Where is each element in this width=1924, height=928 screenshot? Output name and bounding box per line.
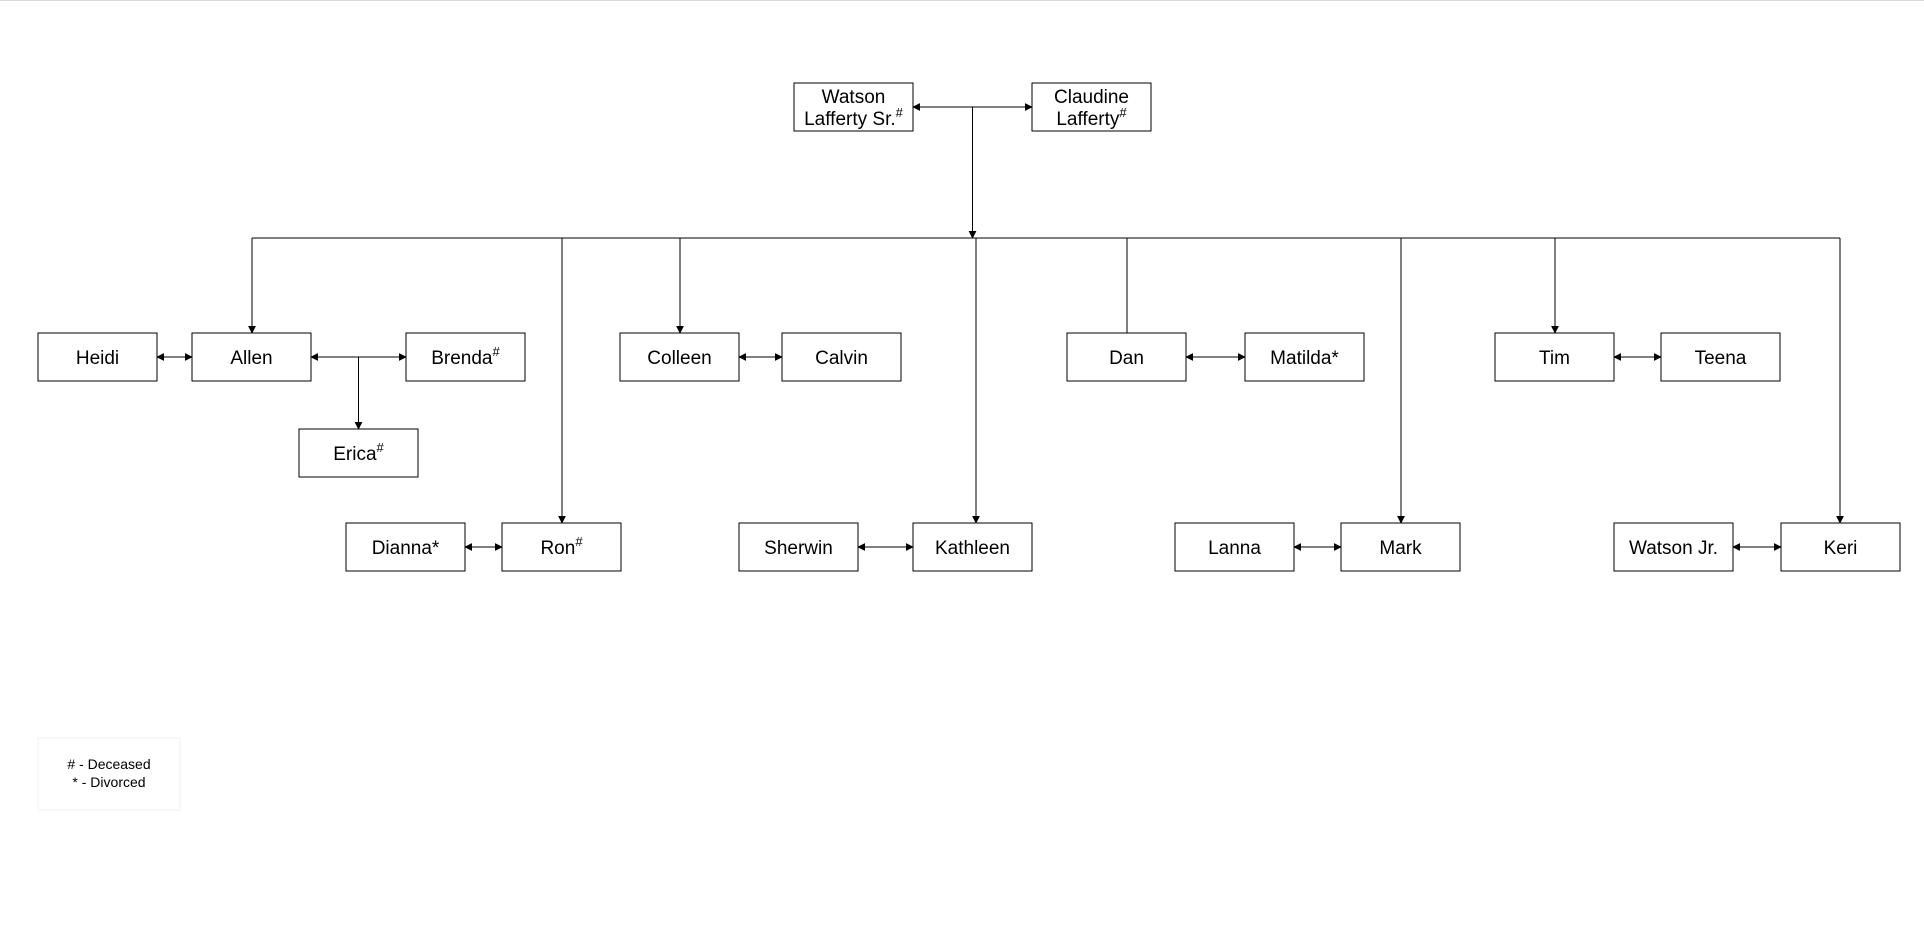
person-name: Claudine <box>1054 87 1129 108</box>
deceased-mark: # <box>1119 105 1127 120</box>
person-name: Teena <box>1695 348 1747 369</box>
person-name: Brenda# <box>431 344 500 369</box>
person-name: Tim <box>1539 348 1570 369</box>
person-box[interactable] <box>1494 332 1615 382</box>
person-node[interactable]: Dan <box>1066 332 1187 382</box>
person-box[interactable] <box>501 522 622 572</box>
person-name: Heidi <box>76 348 119 369</box>
person-node[interactable]: Erica# <box>298 428 419 478</box>
legend-divorced-text: * - Divorced <box>72 774 145 790</box>
person-name: Watson <box>822 87 886 108</box>
person-node[interactable]: Heidi <box>37 332 158 382</box>
person-box[interactable] <box>405 332 526 382</box>
top-border-line <box>0 0 1924 1</box>
legend: # - Deceased * - Divorced <box>37 737 181 811</box>
person-name: Dan <box>1109 348 1144 369</box>
person-box[interactable] <box>1244 332 1365 382</box>
person-name: Watson Jr. <box>1629 538 1718 559</box>
legend-deceased-text: # - Deceased <box>67 756 150 772</box>
person-node[interactable]: Teena <box>1660 332 1781 382</box>
person-box[interactable] <box>1613 522 1734 572</box>
person-name: Matilda* <box>1270 348 1339 369</box>
person-name: Colleen <box>647 348 711 369</box>
person-name: Erica# <box>333 440 384 465</box>
person-name: Calvin <box>815 348 868 369</box>
person-node[interactable]: Lanna <box>1174 522 1295 572</box>
person-node[interactable]: Tim <box>1494 332 1615 382</box>
person-node[interactable]: Dianna* <box>345 522 466 572</box>
deceased-mark: # <box>377 440 385 455</box>
person-box[interactable] <box>738 522 859 572</box>
person-node[interactable]: Keri <box>1780 522 1901 572</box>
person-box[interactable] <box>1340 522 1461 572</box>
person-box[interactable] <box>1660 332 1781 382</box>
person-box[interactable] <box>1031 82 1152 132</box>
person-node[interactable]: Watson Jr. <box>1613 522 1734 572</box>
person-box[interactable] <box>912 522 1033 572</box>
person-name: Kathleen <box>935 538 1010 559</box>
person-box[interactable] <box>1780 522 1901 572</box>
person-box[interactable] <box>345 522 466 572</box>
person-name: Lafferty Sr.# <box>804 105 904 130</box>
deceased-mark: # <box>493 344 501 359</box>
person-node[interactable]: Sherwin <box>738 522 859 572</box>
person-name: Mark <box>1379 538 1422 559</box>
person-box[interactable] <box>1066 332 1187 382</box>
person-node[interactable]: Brenda# <box>405 332 526 382</box>
person-box[interactable] <box>37 332 158 382</box>
deceased-mark: # <box>575 534 583 549</box>
person-node[interactable]: Colleen <box>619 332 740 382</box>
deceased-mark: # <box>896 105 904 120</box>
person-box[interactable] <box>781 332 902 382</box>
person-node[interactable]: Kathleen <box>912 522 1033 572</box>
person-box[interactable] <box>1174 522 1295 572</box>
legend-box <box>37 737 181 811</box>
person-node[interactable]: Mark <box>1340 522 1461 572</box>
person-name: Allen <box>230 348 272 369</box>
person-name: Dianna* <box>372 538 440 559</box>
person-box[interactable] <box>793 82 914 132</box>
person-name: Lanna <box>1208 538 1261 559</box>
person-box[interactable] <box>298 428 419 478</box>
person-node[interactable]: Matilda* <box>1244 332 1365 382</box>
person-node[interactable]: Calvin <box>781 332 902 382</box>
person-box[interactable] <box>619 332 740 382</box>
person-name: Sherwin <box>764 538 833 559</box>
person-name: Keri <box>1824 538 1858 559</box>
person-node[interactable]: Ron# <box>501 522 622 572</box>
connector-layer <box>156 103 1844 551</box>
person-node[interactable]: Allen <box>191 332 312 382</box>
person-name: Lafferty# <box>1056 105 1127 130</box>
person-box[interactable] <box>191 332 312 382</box>
